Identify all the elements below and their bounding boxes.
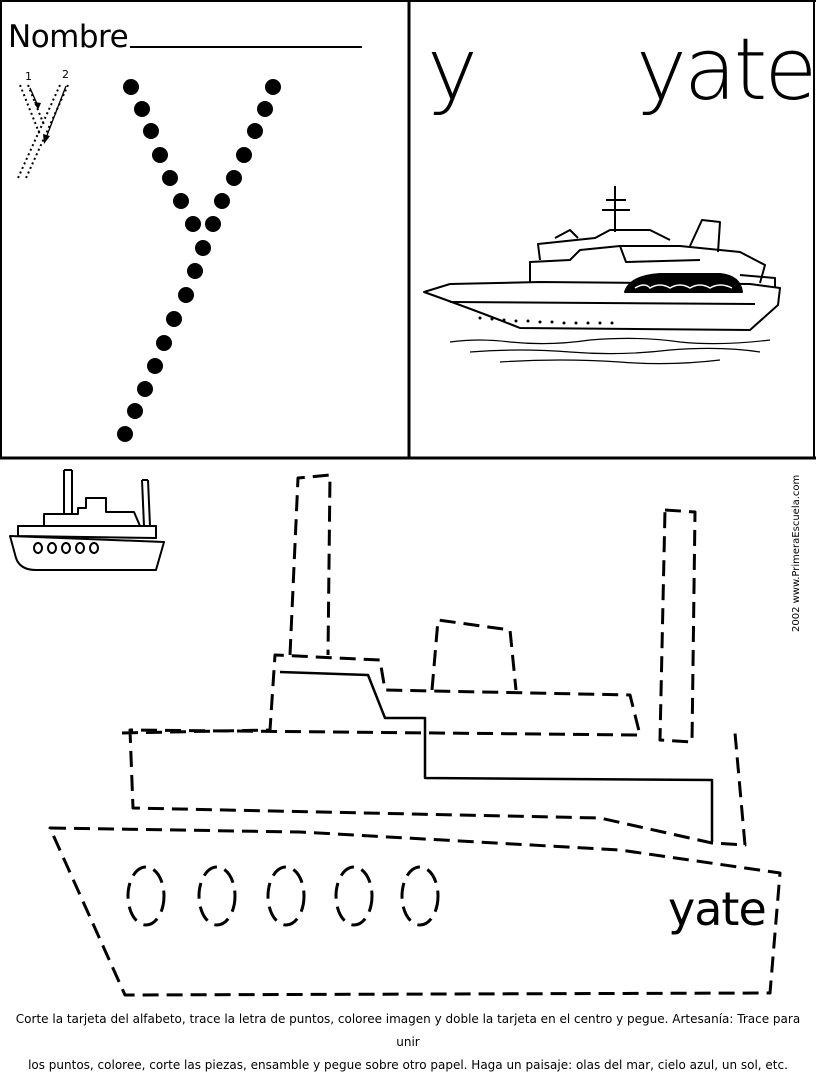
stroke-number-2: 2 [62, 68, 69, 81]
instructions-line-1: Corte la tarjeta del alfabeto, trace la … [15, 1012, 801, 1049]
instructions: Corte la tarjeta del alfabeto, trace la … [4, 1008, 812, 1077]
card-letter: y [427, 20, 478, 120]
name-label: Nombre [8, 19, 129, 55]
instructions-line-2: los puntos, coloree, corte las piezas, e… [28, 1058, 788, 1072]
name-field-line[interactable] [130, 46, 362, 48]
stroke-order-guide [17, 84, 69, 179]
ship-tracing-outline [48, 473, 782, 997]
card-word: yate [636, 20, 816, 120]
copyright-text: 2002 www.PrimeraEscuela.com [791, 474, 802, 632]
stroke-number-1: 1 [25, 70, 32, 83]
yacht-drawing [423, 186, 781, 365]
craft-word: yate [668, 882, 767, 936]
small-ship-icon [9, 469, 165, 571]
alphabet-card-frame [0, 0, 816, 460]
dotted-letter-y [117, 79, 281, 442]
